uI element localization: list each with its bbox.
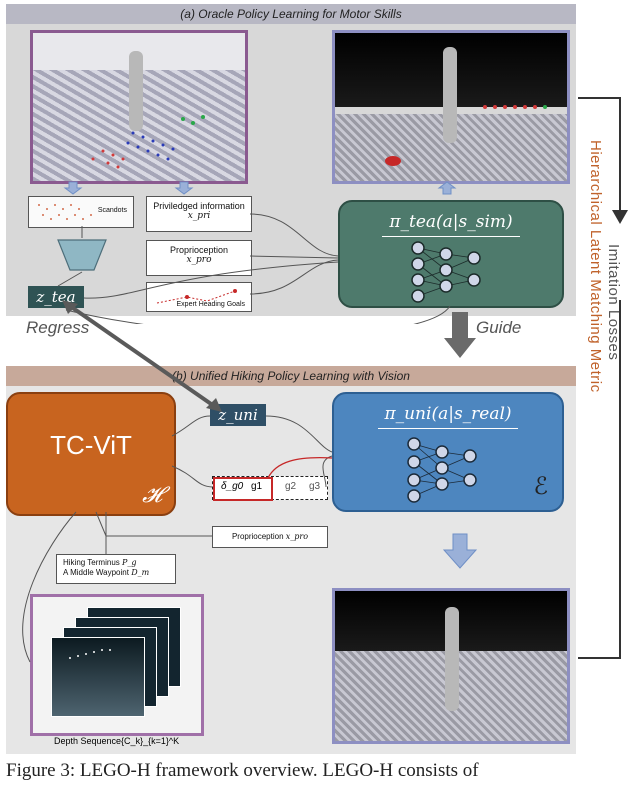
student-policy-network: π_uni(a|s_real) ℰ: [332, 392, 564, 512]
terminus-symbol: P_g: [122, 558, 137, 567]
hierarchical-metric-label: Hierarchical Latent Matching Metric: [587, 140, 604, 393]
guide-label: Guide: [476, 318, 522, 337]
panel-a-flow-arrows: [63, 181, 457, 195]
z-uni-latent: z_uni: [210, 404, 266, 426]
scandots-icon: [38, 204, 92, 220]
depth-sequence-frame: [30, 594, 204, 736]
privileged-label: Priviledged information: [153, 201, 245, 211]
privileged-symbol: x_pri: [187, 211, 211, 221]
student-proprioception-box: Proprioception x_pro: [212, 526, 328, 548]
guide-arrow: [444, 312, 476, 358]
encoder-symbol: 𝓗: [142, 483, 162, 508]
regress-arrow: [62, 300, 222, 412]
waypoint-label: A Middle Waypoint: [63, 568, 129, 577]
tc-vit-encoder: TC-ViT 𝓗: [6, 392, 176, 516]
student-policy-label: π_uni(a|s_real): [384, 404, 512, 424]
regress-label: Regress: [26, 318, 90, 337]
scandots-box: Scandots: [28, 196, 134, 228]
robot-figure: [129, 51, 143, 131]
goal-token-3: g3: [309, 481, 321, 492]
heading-goals-label: Expert Heading Goals: [176, 301, 245, 308]
proprio-label: Proprioception: [169, 245, 229, 255]
student-proprio-label: Proprioception: [231, 532, 284, 541]
scandot-encoder: [57, 239, 107, 271]
depth-frame-front: [51, 637, 145, 717]
proprioception-box: Proprioception x_pro: [146, 240, 252, 276]
teacher-policy-network: π_tea(a|s_sim): [338, 200, 564, 308]
goal-token-highlight: [213, 477, 273, 501]
goal-token-0: δ_g0: [221, 481, 244, 492]
teacher-mlp-icon: [411, 241, 481, 303]
panel-b-title: (b) Unified Hiking Policy Learning with …: [6, 366, 576, 386]
proprio-symbol: x_pro: [186, 255, 212, 265]
heading-goals-box: Expert Heading Goals: [146, 282, 252, 312]
panel-a-title: (a) Oracle Policy Learning for Motor Ski…: [6, 4, 576, 24]
student-proprio-symbol: x_pro: [285, 532, 309, 541]
student-policy-underline: [378, 428, 518, 429]
terminus-row: Hiking Terminus P_g: [57, 555, 175, 567]
figure-caption: Figure 3: LEGO-H framework overview. LEG…: [6, 760, 479, 781]
student-mlp-icon: [407, 437, 477, 503]
tc-vit-title: TC-ViT: [50, 430, 132, 460]
sim-image-scandots: [30, 30, 248, 184]
policy-underline: [382, 236, 520, 237]
panel-a-connectors: [57, 213, 451, 324]
scandots-label: Scandots: [97, 207, 127, 214]
panel-oracle: (a) Oracle Policy Learning for Motor Ski…: [6, 4, 576, 324]
terminus-label: Hiking Terminus: [63, 558, 120, 567]
panel-b-connectors: [22, 415, 333, 663]
goal-token-1: g1: [251, 481, 263, 492]
sim-image-teacher-rollout: [332, 30, 570, 184]
z-uni-text: z_uni: [218, 406, 258, 424]
student-output-arrow: [442, 533, 478, 569]
heading-goal-dots: [385, 105, 547, 166]
privileged-info-box: Priviledged information x_pri: [146, 196, 252, 232]
sim-image-student-rollout: [332, 588, 570, 744]
panel-hiking: (b) Unified Hiking Policy Learning with …: [6, 366, 576, 754]
heading-goals-icon: [156, 289, 237, 304]
imitation-loop-arrow: [578, 97, 628, 659]
hiking-goal-box: Hiking Terminus P_g A Middle Waypoint D_…: [56, 554, 176, 584]
teacher-policy-label: π_tea(a|s_sim): [389, 212, 513, 232]
depth-sequence-label: Depth Sequence{C_k}_{k=1}^K: [54, 736, 180, 746]
robot-figure: [445, 607, 459, 711]
robot-figure: [443, 47, 457, 143]
waypoint-row: A Middle Waypoint D_m: [57, 567, 175, 577]
student-policy-symbol: ℰ: [533, 472, 548, 500]
waypoint-symbol: D_m: [131, 568, 150, 577]
imitation-losses-label: Imitation Losses: [605, 244, 622, 361]
depth-waypoint-trail: [69, 649, 111, 659]
goal-token-sequence: δ_g0 g1 g2 g3: [212, 476, 328, 501]
scandot-pattern: [91, 115, 205, 169]
goal-token-2: g2: [285, 481, 297, 492]
